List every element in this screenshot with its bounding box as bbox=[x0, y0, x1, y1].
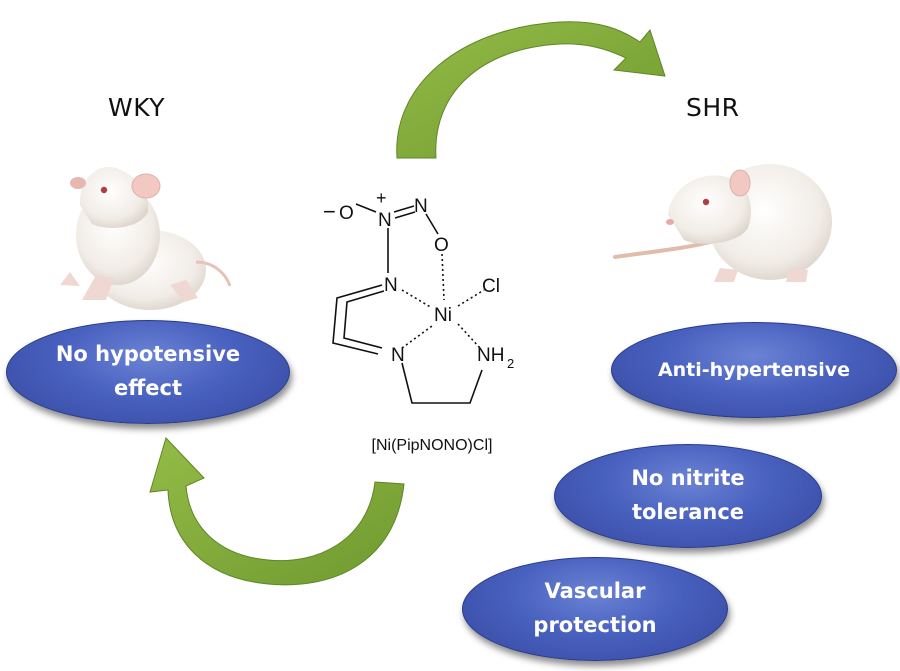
effect-no-nitrite-tolerance: No nitrite tolerance bbox=[554, 444, 822, 548]
atom-charge-plus: + bbox=[376, 188, 387, 208]
atom-cl: Cl bbox=[482, 276, 500, 297]
compound-label: [Ni(PipNONO)Cl] bbox=[371, 437, 493, 454]
chemical-structure bbox=[332, 203, 485, 404]
atom-n-plus: N bbox=[378, 210, 392, 231]
atom-n-lower: N bbox=[391, 345, 405, 366]
atom-o-ring: O bbox=[434, 235, 449, 256]
strain-label-shr: SHR bbox=[686, 93, 740, 122]
atom-n-double: N bbox=[414, 196, 428, 217]
curved-arrow-bottom bbox=[149, 437, 405, 586]
atom-nh2-subscript: 2 bbox=[507, 356, 514, 371]
atom-nh2: NH bbox=[477, 345, 504, 366]
atom-n-upper: N bbox=[384, 275, 398, 296]
curved-arrow-top bbox=[396, 21, 666, 159]
rat-shr-image bbox=[613, 164, 832, 282]
effect-no-hypotensive: No hypotensive effect bbox=[6, 320, 290, 424]
strain-label-wky: WKY bbox=[108, 93, 165, 122]
effect-anti-hypertensive: Anti-hypertensive bbox=[611, 322, 897, 418]
rat-wky-image bbox=[60, 166, 232, 310]
atom-charge-minus: − bbox=[323, 199, 336, 224]
effect-vascular-protection: Vascular protection bbox=[462, 557, 728, 661]
atom-o-minus: O bbox=[339, 203, 354, 224]
chemical-atom-labels: − O + N N O N Ni Cl N NH 2 bbox=[323, 188, 514, 371]
atom-ni: Ni bbox=[434, 305, 452, 326]
